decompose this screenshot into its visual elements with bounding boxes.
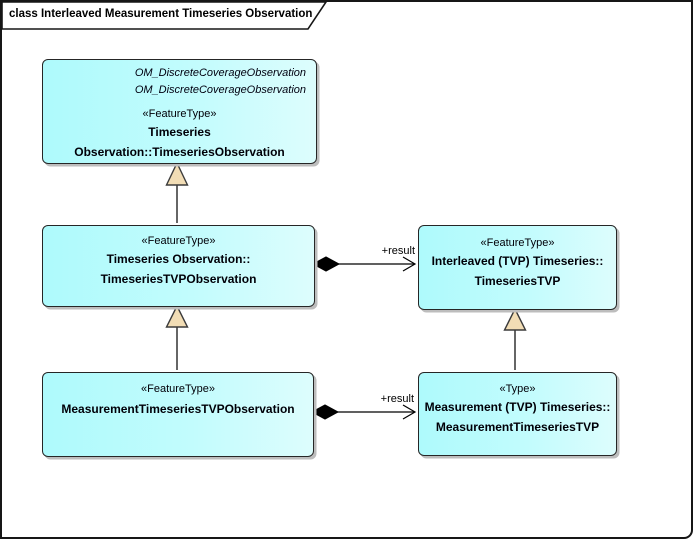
class-name-label: MeasurementTimeseriesTVPObservation [61, 402, 295, 416]
open-arrowhead [402, 404, 417, 420]
hollow-triangle-arrowhead [503, 307, 527, 331]
parent-class-annotation: OM_DiscreteCoverageObservation [134, 67, 306, 79]
class-name-label: Interleaved (TVP) Timeseries:: [431, 254, 604, 268]
generalization-connector-1[interactable] [165, 161, 189, 223]
composition-diamond [311, 256, 341, 272]
composition-role-label[interactable]: +result [380, 393, 414, 405]
class-box-measurement-timeseries-tvp-observation[interactable]: «FeatureType» MeasurementTimeseriesTVPOb… [42, 372, 314, 457]
class-name-label: Timeseries Observation::TimeseriesObserv… [74, 125, 285, 159]
open-arrowhead [402, 256, 417, 272]
stereotype-label: «FeatureType» [141, 235, 216, 247]
class-name-label: Timeseries Observation:: [106, 252, 251, 266]
composition-diamond [310, 404, 340, 420]
class-box-timeseries-tvp-observation[interactable]: «FeatureType» Timeseries Observation:: T… [42, 225, 315, 307]
hollow-triangle-arrowhead [165, 161, 189, 186]
stereotype-label: «Type» [499, 383, 536, 395]
class-name-label: Measurement (TVP) Timeseries:: [424, 400, 611, 414]
frame-tab-label: class Interleaved Measurement Timeseries… [9, 8, 313, 20]
hollow-triangle-arrowhead [165, 304, 189, 328]
generalization-connector-3[interactable] [503, 307, 527, 370]
composition-connector-2[interactable] [310, 404, 417, 420]
class-name-label: TimeseriesTVPObservation [100, 272, 257, 286]
stereotype-label: «FeatureType» [142, 108, 217, 120]
parent-class-annotation: OM_DiscreteCoverageObservation [134, 84, 306, 96]
class-name-label: TimeseriesTVP [474, 274, 561, 288]
class-name-label: MeasurementTimeseriesTVP [435, 420, 600, 434]
generalization-connector-2[interactable] [165, 304, 189, 370]
frame-tab [2, 2, 327, 30]
class-box-measurement-timeseries-tvp[interactable]: «Type» Measurement (TVP) Timeseries:: Me… [418, 372, 617, 456]
class-box-timeseries-observation[interactable]: OM_DiscreteCoverageObservation OM_Discre… [42, 59, 317, 164]
class-box-timeseries-tvp[interactable]: «FeatureType» Interleaved (TVP) Timeseri… [418, 225, 617, 310]
stereotype-label: «FeatureType» [141, 383, 215, 395]
composition-role-label[interactable]: +result [381, 245, 415, 257]
stereotype-label: «FeatureType» [480, 237, 555, 249]
composition-connector-1[interactable] [311, 256, 417, 272]
